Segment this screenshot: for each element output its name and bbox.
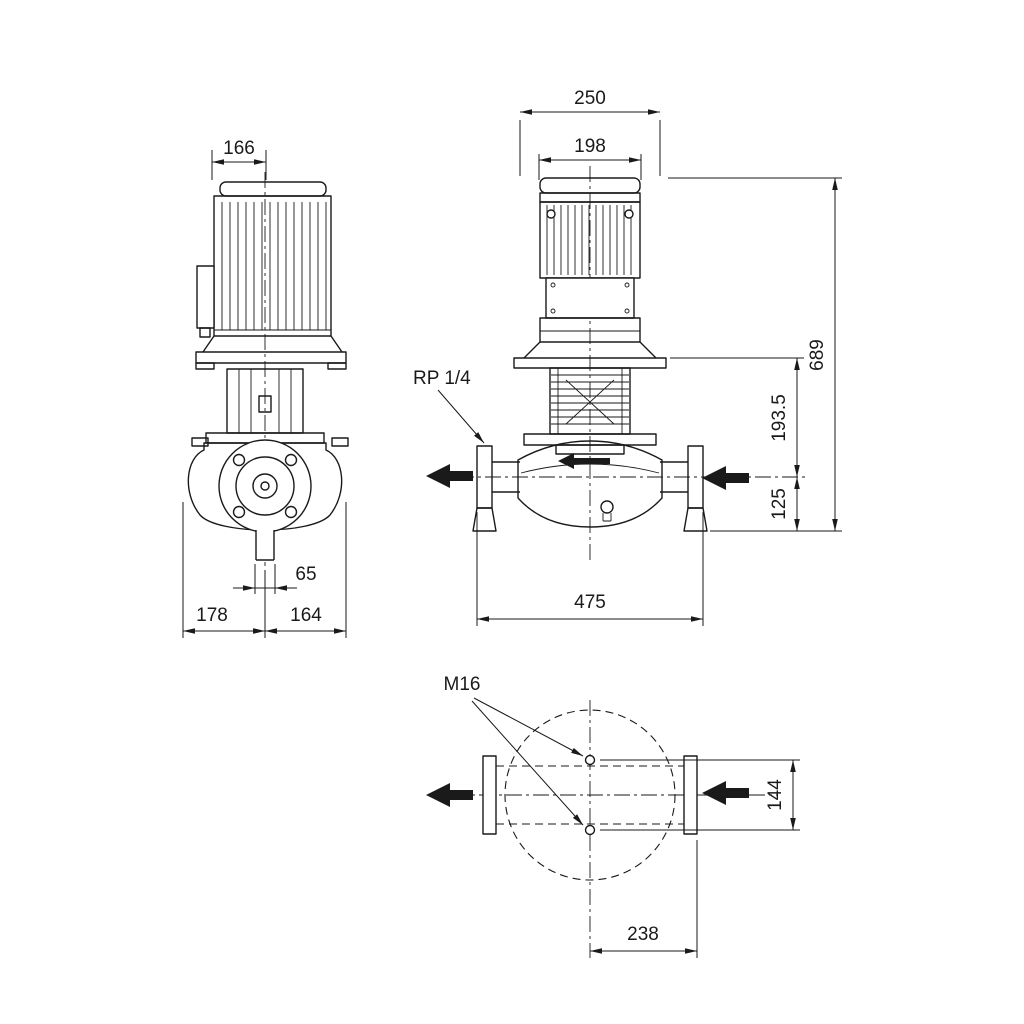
port-bore-circle <box>252 473 278 499</box>
dim-475: 475 <box>476 512 704 626</box>
motor-lower-band <box>539 317 641 343</box>
volute-body <box>517 440 663 528</box>
dim-198: 198 <box>538 136 642 180</box>
foot-left <box>472 507 497 532</box>
drain-plug <box>600 500 614 514</box>
flow-arrow-outlet <box>426 464 473 488</box>
cable-gland <box>199 327 211 338</box>
housing-tab-left <box>191 437 209 447</box>
dim-250: 250 <box>519 88 661 176</box>
side-view: 166 65 178 164 <box>182 138 349 638</box>
terminal-screw <box>624 308 630 314</box>
plan-view: M16 144 238 <box>426 674 800 958</box>
port-flange-face <box>218 439 312 533</box>
terminal-box-front <box>545 277 635 319</box>
flange-bolt-hole <box>284 453 298 467</box>
port-stubs <box>492 461 688 493</box>
suction-flange-plan <box>482 755 497 835</box>
pump-outline-hidden <box>504 709 676 881</box>
flow-direction-arrow-internal <box>558 453 610 469</box>
dim-144: 144 <box>600 759 800 831</box>
terminal-box <box>196 265 215 329</box>
front-lantern <box>549 367 631 435</box>
front-motor <box>513 177 667 369</box>
side-dimensions: 166 65 178 164 <box>182 138 347 638</box>
dim-689: 689 <box>668 177 842 532</box>
dim-178-164: 178 164 <box>182 502 347 638</box>
port-stub-mask <box>256 528 274 562</box>
flange-bolt-hole <box>232 453 246 467</box>
terminal-screw <box>624 282 630 288</box>
motor-flange-foot-left <box>195 362 215 370</box>
motor-bell <box>202 335 343 353</box>
front-pump-housing <box>472 433 708 532</box>
bolt-hole-bottom <box>584 824 596 836</box>
drain-boss <box>602 513 612 522</box>
side-motor <box>195 181 347 370</box>
dim-475-label: 475 <box>574 592 606 613</box>
dim-178-label: 178 <box>196 605 228 626</box>
lantern-cross-brace <box>565 379 615 425</box>
dim-65-label: 65 <box>295 564 316 585</box>
dim-164-label: 164 <box>290 605 322 626</box>
tie-bolt <box>546 209 556 219</box>
dim-166-label: 166 <box>223 138 255 159</box>
discharge-flange-plan <box>683 755 698 835</box>
dim-250-label: 250 <box>574 88 606 109</box>
bottom-port-stub <box>255 530 275 561</box>
dim-144-label: 144 <box>765 779 786 811</box>
motor-fins <box>546 205 632 275</box>
front-view: RP 1/4 250 198 689 193.5 <box>413 88 842 626</box>
rp-port-label: RP 1/4 <box>413 368 471 389</box>
dim-238: 238 <box>590 840 698 958</box>
m16-leader-top <box>473 697 584 757</box>
housing-tab-right <box>331 437 349 447</box>
rp-port-leader <box>437 389 485 444</box>
flange-bolt-hole <box>232 505 246 519</box>
rp-port-callout: RP 1/4 <box>413 368 485 444</box>
m16-callout: M16 <box>444 674 584 826</box>
m16-leader-bottom <box>471 700 584 826</box>
dim-193-5: 193.5 <box>670 357 804 477</box>
seal-chamber <box>555 444 625 455</box>
flow-arrow-inlet-plan <box>702 781 749 805</box>
side-pump-housing <box>187 432 349 562</box>
shaft-center <box>260 481 270 491</box>
m16-label: M16 <box>444 674 481 695</box>
dim-65: 65 <box>233 564 317 594</box>
port-raised-face <box>235 456 295 516</box>
flow-arrow-inlet <box>702 466 749 490</box>
pipe-hidden-lines <box>496 765 684 825</box>
dim-193-5-label: 193.5 <box>769 394 790 442</box>
lantern-ribs <box>551 374 629 425</box>
lantern-struts <box>238 369 292 433</box>
motor-body <box>213 195 332 337</box>
motor-flange-foot-right <box>327 362 347 370</box>
tie-bolt <box>624 209 634 219</box>
front-dimensions: 250 198 689 193.5 125 <box>476 88 842 626</box>
foot-right <box>683 507 708 532</box>
motor-flange <box>195 351 347 364</box>
motor-top-cap <box>219 181 327 197</box>
terminal-screw <box>550 282 556 288</box>
bolt-hole-top <box>584 754 596 766</box>
dim-198-label: 198 <box>574 136 606 157</box>
motor-bell <box>523 341 657 359</box>
flow-arrow-outlet-plan <box>426 783 473 807</box>
lantern-struts <box>557 368 623 434</box>
dim-125: 125 <box>769 477 800 531</box>
dim-689-label: 689 <box>807 339 828 371</box>
flange-bolt-hole <box>284 505 298 519</box>
plan-dimensions: 144 238 <box>590 759 800 958</box>
dim-238-label: 238 <box>627 924 659 945</box>
dim-125-label: 125 <box>769 488 790 520</box>
shaft-coupling <box>258 395 272 413</box>
motor-fins <box>221 202 327 330</box>
terminal-screw <box>550 308 556 314</box>
dim-166: 166 <box>211 138 267 180</box>
